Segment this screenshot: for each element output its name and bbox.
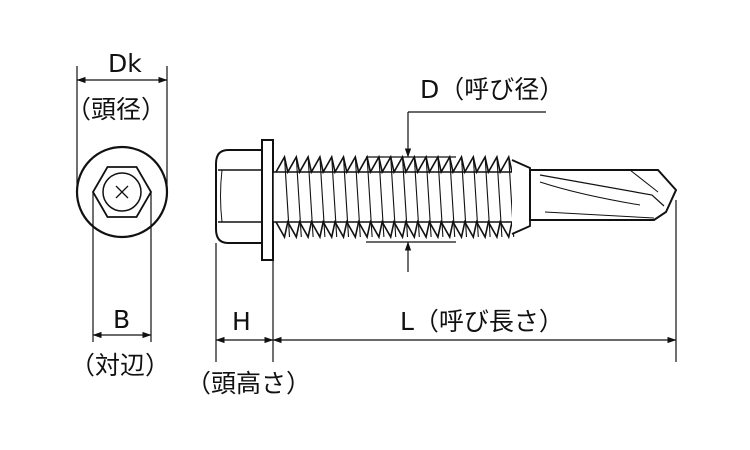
thread-flank: [390, 156, 397, 238]
l-label: L（呼び長さ）: [400, 307, 564, 336]
thread-flank: [366, 156, 373, 238]
h-sub-label: （頭高さ）: [186, 369, 311, 398]
thread-flank: [295, 156, 302, 238]
flute-line: [539, 181, 641, 206]
h-dimension: [215, 243, 274, 362]
thread-flank: [401, 156, 409, 238]
thread-flank: [460, 156, 468, 238]
b-label: B: [113, 305, 130, 334]
b-dimension: [92, 192, 152, 342]
hex-head-edge: [220, 169, 223, 223]
thread-flank: [437, 156, 444, 238]
thread-flank: [319, 156, 326, 238]
flute-line: [544, 211, 655, 219]
thread-flank: [283, 156, 291, 238]
thread-flank: [472, 156, 479, 238]
thread-flank: [378, 156, 385, 238]
thread-flank: [413, 156, 420, 238]
thread-flanks: [283, 156, 515, 238]
tip-mark: [115, 185, 129, 199]
b-sub-label: （対辺）: [70, 351, 170, 380]
thread-flank: [307, 156, 314, 238]
thread-flank: [425, 156, 432, 238]
dk-sub-label: （頭径）: [66, 95, 166, 124]
dk-label: Dk: [108, 49, 142, 78]
thread-flank: [496, 156, 503, 238]
thread-bottom: [275, 219, 513, 240]
d-dimension: [366, 111, 546, 272]
thread-flank: [342, 156, 350, 238]
d-label: D（呼び径）: [420, 75, 564, 104]
head-top-view: [75, 145, 169, 239]
thread-flank: [449, 156, 456, 238]
thread-top: [275, 154, 513, 175]
screw-side-view: [215, 139, 678, 261]
tip-inner-circle: [102, 172, 142, 212]
thread-flank: [484, 156, 491, 238]
flute-line: [629, 169, 659, 193]
hex-head: [215, 149, 263, 244]
thread-flank: [331, 156, 338, 238]
dk-dimension: [76, 66, 168, 192]
drill-point: [529, 169, 678, 221]
washer-flange: [261, 139, 274, 261]
h-label: H: [232, 307, 251, 336]
l-dimension: [272, 200, 677, 362]
thread-flank: [354, 156, 361, 238]
thread-runout: [511, 159, 531, 235]
shank-core: [272, 171, 526, 223]
flute-line: [539, 174, 665, 207]
